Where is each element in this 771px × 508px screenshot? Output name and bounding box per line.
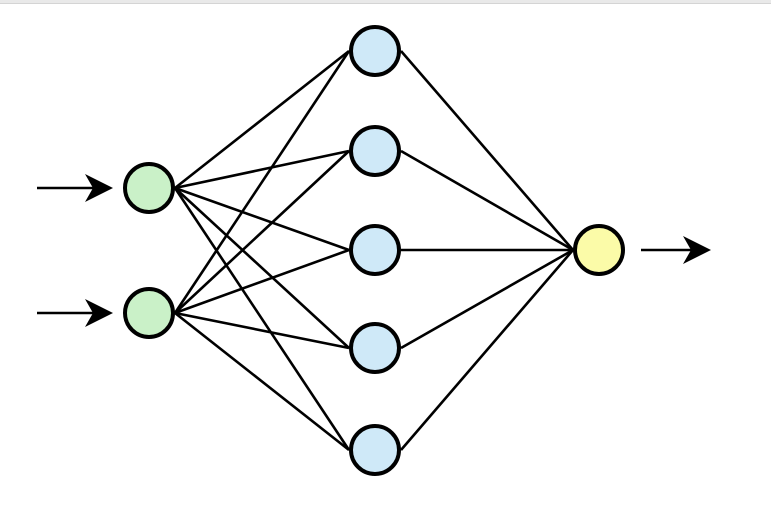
node-input-2 (123, 287, 175, 339)
edge-input-1-hidden-4 (174, 187, 350, 349)
input-arrow-1-head-icon (85, 174, 113, 202)
edge-input-2-hidden-1 (173, 50, 351, 314)
edge-input-1-hidden-3 (174, 186, 350, 252)
edge-hidden-4-output-1 (400, 248, 574, 350)
edge-input-1-hidden-1 (174, 49, 350, 190)
edge-input-2-hidden-3 (174, 248, 350, 315)
node-input-1 (123, 162, 175, 214)
edge-input-1-hidden-5 (173, 187, 351, 451)
node-hidden-1 (349, 25, 401, 77)
window-top-border (0, 0, 771, 4)
node-output-1 (573, 224, 625, 276)
node-hidden-3 (349, 224, 401, 276)
edge-hidden-5-output-1 (400, 249, 574, 451)
edge-input-1-hidden-2 (174, 149, 350, 190)
node-hidden-2 (349, 125, 401, 177)
edge-input-2-hidden-4 (174, 311, 350, 350)
edge-hidden-1-output-1 (400, 50, 574, 251)
output-arrow-head-icon (683, 236, 711, 264)
edge-hidden-2-output-1 (400, 149, 574, 252)
input-arrow-2-head-icon (85, 299, 113, 327)
node-hidden-5 (349, 424, 401, 476)
edge-input-2-hidden-5 (174, 311, 350, 452)
node-hidden-4 (349, 322, 401, 374)
edge-input-2-hidden-2 (174, 150, 350, 314)
